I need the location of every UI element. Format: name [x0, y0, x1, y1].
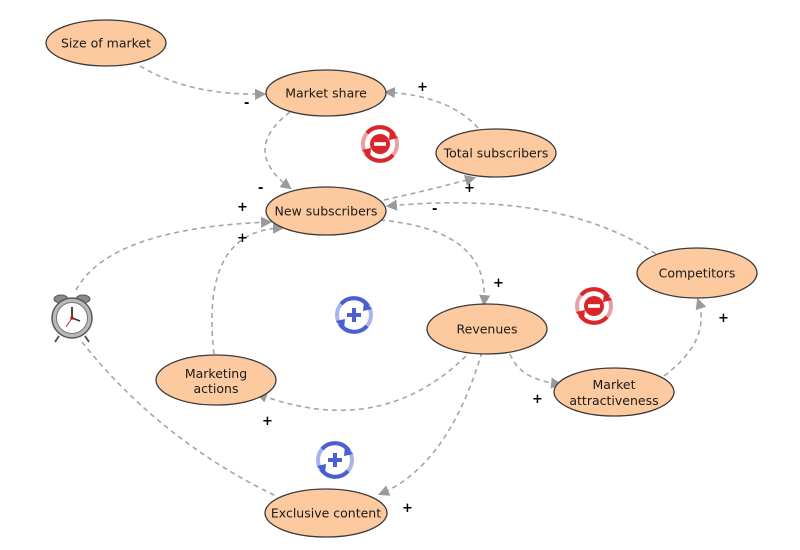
polarity-clock-to-new: + [237, 200, 248, 215]
polarity-total-to-share: + [417, 80, 428, 95]
polarity-marketing-to-new: + [237, 231, 248, 246]
link-clock-to-new [75, 216, 273, 291]
polarity-revenues-to-attractiveness: + [532, 392, 543, 407]
polarity-revenues-to-exclusive: + [402, 501, 413, 516]
node-market-attractiveness[interactable]: Market attractiveness [553, 367, 675, 417]
polarity-attractiveness-to-competitors: + [718, 311, 729, 326]
node-revenues[interactable]: Revenues [426, 303, 548, 355]
node-label: Marketing [185, 366, 247, 381]
node-marketing-actions[interactable]: Marketing actions [155, 354, 277, 406]
node-market-share[interactable]: Market share [265, 69, 387, 117]
balancing-loop-icon [575, 287, 613, 325]
link-new-to-revenues [379, 219, 491, 307]
polarity-size-to-share: - [244, 96, 249, 111]
polarity-revenues-to-marketing: + [262, 414, 273, 429]
node-label: New subscribers [275, 204, 378, 219]
link-competitors-to-new [385, 199, 657, 255]
node-exclusive-content[interactable]: Exclusive content [264, 488, 388, 538]
link-attractiveness-to-competitors [663, 297, 707, 377]
link-new-to-total [383, 174, 477, 201]
node-label: Competitors [659, 266, 736, 281]
node-label: Size of market [61, 36, 151, 51]
node-new-subscribers[interactable]: New subscribers [265, 186, 387, 236]
link-revenues-to-attractiveness [509, 353, 563, 389]
balancing-loop-icon [361, 125, 399, 163]
polarity-competitors-to-new: - [432, 202, 437, 217]
link-share-to-new [264, 111, 292, 190]
node-label: attractiveness [569, 393, 658, 408]
node-label: Exclusive content [271, 506, 381, 521]
polarity-new-to-revenues: + [493, 276, 504, 291]
link-total-to-share [383, 86, 479, 129]
reinforcing-loop-icon [316, 441, 354, 479]
node-label: Revenues [457, 322, 518, 337]
node-label: Market share [285, 86, 367, 101]
node-label: Market [593, 377, 636, 392]
link-size-to-share [139, 65, 267, 100]
node-total-subscribers[interactable]: Total subscribers [435, 128, 557, 178]
link-clock-to-exclusive [81, 341, 277, 497]
node-label: Total subscribers [443, 146, 549, 161]
alarm-clock-icon [51, 294, 93, 343]
polarity-new-to-total: + [464, 181, 475, 196]
node-label: actions [194, 381, 239, 396]
link-marketing-to-new [211, 222, 285, 355]
node-size-of-market[interactable]: Size of market [45, 19, 167, 67]
polarity-share-to-new: - [258, 181, 263, 196]
link-revenues-to-marketing [255, 355, 467, 412]
link-revenues-to-exclusive [377, 351, 483, 496]
reinforcing-loop-icon [335, 296, 373, 334]
node-competitors[interactable]: Competitors [636, 247, 758, 299]
